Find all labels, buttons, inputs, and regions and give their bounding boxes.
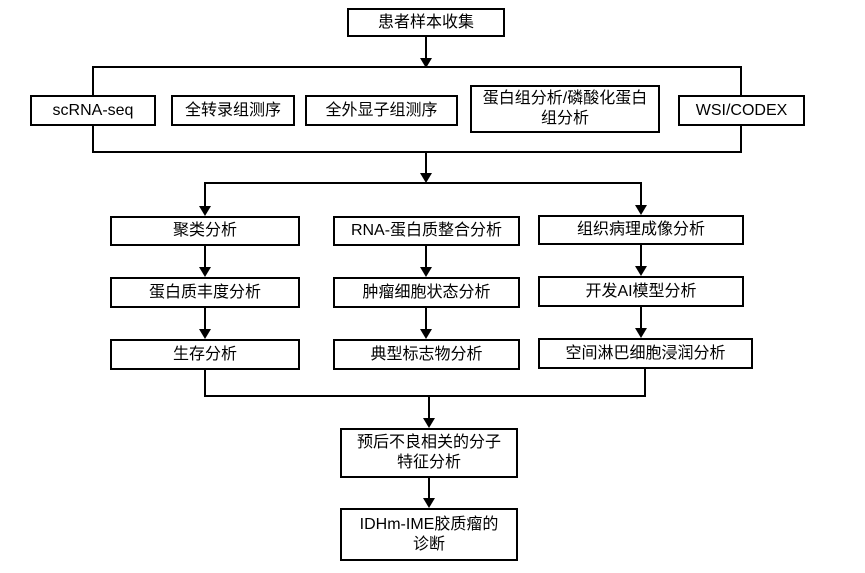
node-typical-markers: 典型标志物分析 <box>333 339 520 370</box>
arrowhead-to-histopath <box>635 205 647 215</box>
connector-survival-down <box>204 370 206 396</box>
connector-to-wsi <box>740 68 742 95</box>
arrowhead-collector1-down <box>420 173 432 183</box>
arrowhead-histopath-aimodel <box>635 266 647 276</box>
connector-to-prognosis <box>428 397 430 418</box>
node-wsi-codex: WSI/CODEX <box>678 95 805 126</box>
node-whole-transcriptome-seq: 全转录组测序 <box>171 95 295 126</box>
node-spatial-lymphocyte-infiltration: 空间淋巴细胞浸润分析 <box>538 338 753 369</box>
arrowhead-to-prognosis <box>423 418 435 428</box>
connector-cluster-abundance <box>204 246 206 267</box>
arrowhead-cluster-abundance <box>199 267 211 277</box>
connector-rnaprotein-tumorstate <box>425 246 427 267</box>
connector-abundance-survival <box>204 308 206 329</box>
node-histopathology-imaging: 组织病理成像分析 <box>538 215 744 245</box>
node-protein-abundance: 蛋白质丰度分析 <box>110 277 300 308</box>
node-proteome-phosphoproteome: 蛋白组分析/磷酸化蛋白组分析 <box>470 85 660 133</box>
connector-patient-down <box>425 37 427 59</box>
connector-collector-line-2 <box>204 395 646 397</box>
connector-to-histopath <box>640 184 642 205</box>
connector-collector-line-1 <box>92 151 742 153</box>
connector-to-scrna <box>92 68 94 95</box>
connector-wsi-down <box>740 126 742 152</box>
connector-collector1-down <box>425 153 427 174</box>
arrowhead-aimodel-lymphocyte <box>635 328 647 338</box>
connector-lymphocyte-down <box>644 369 646 396</box>
arrowhead-rnaprotein-tumorstate <box>420 267 432 277</box>
connector-to-cluster <box>204 184 206 206</box>
arrowhead-prognosis-diagnosis <box>423 498 435 508</box>
node-survival-analysis: 生存分析 <box>110 339 300 370</box>
connector-distribution-line-2 <box>204 182 642 184</box>
connector-aimodel-lymphocyte <box>640 307 642 328</box>
node-rna-protein-integration: RNA-蛋白质整合分析 <box>333 216 520 246</box>
node-cluster-analysis: 聚类分析 <box>110 216 300 246</box>
connector-scrna-down <box>92 126 94 152</box>
arrowhead-patient-down <box>420 58 432 68</box>
node-idhm-ime-glioma-diagnosis: IDHm-IME胶质瘤的诊断 <box>340 508 518 561</box>
arrowhead-tumorstate-markers <box>420 329 432 339</box>
arrowhead-to-cluster <box>199 206 211 216</box>
node-patient-sample-collection: 患者样本收集 <box>347 8 505 37</box>
node-tumor-cell-state: 肿瘤细胞状态分析 <box>333 277 520 308</box>
arrowhead-abundance-survival <box>199 329 211 339</box>
node-whole-exome-seq: 全外显子组测序 <box>305 95 458 126</box>
connector-histopath-aimodel <box>640 245 642 266</box>
connector-tumorstate-markers <box>425 308 427 329</box>
node-scrna-seq: scRNA-seq <box>30 95 156 126</box>
connector-distribution-line-1 <box>92 66 742 68</box>
node-prognosis-molecular-features: 预后不良相关的分子特征分析 <box>340 428 518 478</box>
connector-prognosis-diagnosis <box>428 478 430 498</box>
node-ai-model-development: 开发AI模型分析 <box>538 276 744 307</box>
